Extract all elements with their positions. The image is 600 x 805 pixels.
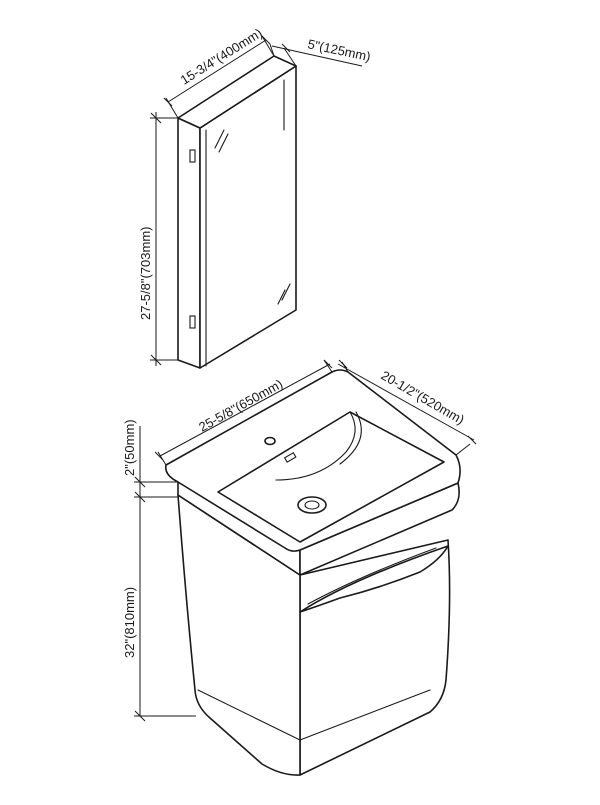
mirror-glare-top — [214, 129, 225, 149]
mirror-glare-bottom-2 — [277, 289, 286, 305]
cabinet-height-dimension — [150, 112, 178, 366]
sink-basin-curve — [275, 411, 356, 481]
cabinet-width-dimension — [163, 35, 275, 119]
cabinet-side-face — [177, 117, 201, 369]
vanity-right-side — [299, 539, 451, 776]
cabinet-depth-dimension — [269, 43, 363, 67]
vanity-height-label: 32"(810mm) — [122, 587, 137, 658]
mirror-glare-top-2 — [218, 133, 229, 153]
cabinet-height-label: 27-5/8"(703mm) — [138, 227, 153, 320]
cabinet-depth-label: 5"(125mm) — [306, 36, 372, 64]
drawer-handle-curve — [307, 547, 437, 605]
mirror-glare-bottom — [281, 283, 291, 301]
vanity-base-trim-front — [197, 689, 301, 741]
vanity-depth-dimension — [337, 359, 477, 456]
vanity-height-dimension — [134, 496, 196, 722]
drain-inner — [304, 500, 320, 510]
vanity-width-dimension — [154, 359, 333, 466]
countertop-thickness-label: 2"(50mm) — [122, 419, 137, 476]
sink-basin — [217, 411, 445, 543]
drain-icon — [297, 496, 327, 514]
cabinet-hinge-top — [189, 149, 196, 163]
vanity: 25-5/8"(650mm) 20-1/2"(520mm) 2"(50mm) 3… — [122, 359, 477, 776]
overflow-slot-icon — [283, 452, 297, 463]
vanity-front — [177, 494, 301, 776]
vanity-base-trim — [299, 689, 431, 741]
faucet-hole-icon — [264, 436, 276, 446]
cabinet-hinge-bottom — [189, 315, 196, 329]
sink-basin-curve-2 — [339, 411, 362, 465]
medicine-cabinet: 15-3/4"(400mm) 5"(125mm) 27-5/8"(703mm) — [138, 25, 372, 369]
drawer-front — [299, 545, 449, 613]
